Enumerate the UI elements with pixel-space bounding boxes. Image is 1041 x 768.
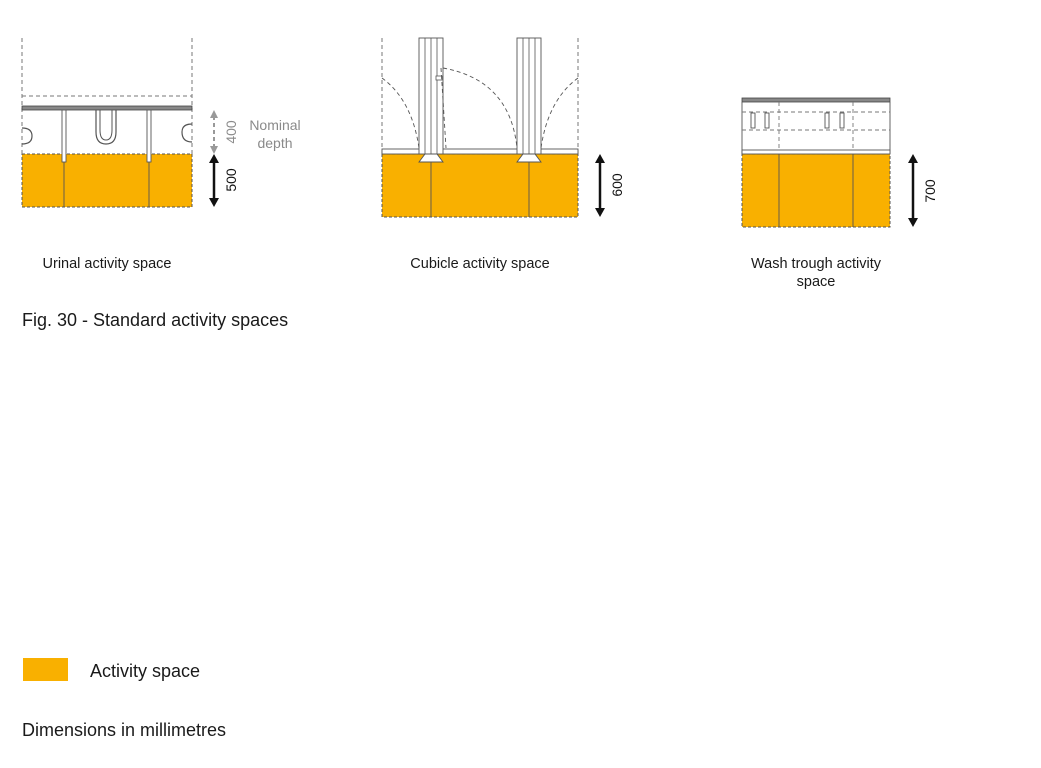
urinal-activity-space — [21, 153, 193, 208]
trough-wall — [741, 97, 891, 103]
cubicle-partition — [516, 37, 542, 163]
cubicle-partition — [418, 37, 444, 163]
urinal-dim-activity: 500 — [223, 168, 239, 192]
door-swing — [381, 77, 420, 149]
door-swing — [442, 67, 518, 149]
urinal-diagram: 400 Nominal depth 500 — [21, 38, 301, 208]
urinal-bowl-left-partial — [21, 127, 33, 145]
door-swing — [540, 77, 579, 149]
tap — [839, 112, 845, 129]
tap — [764, 112, 770, 129]
tap — [824, 112, 830, 129]
urinal-screen — [146, 109, 152, 163]
urinal-caption: Urinal activity space — [42, 256, 172, 272]
urinal-bowl-right-partial — [181, 123, 193, 143]
cubicle-dim-activity: 600 — [609, 173, 625, 197]
tap — [750, 112, 756, 129]
cubicle-caption: Cubicle activity space — [410, 256, 550, 272]
legend-swatch — [23, 658, 68, 681]
nominal-depth-label: depth — [257, 135, 292, 151]
urinal-dim-nominal: 400 — [223, 120, 239, 144]
units-note: Dimensions in millimetres — [22, 720, 227, 740]
nominal-depth-label: Nominal — [249, 117, 300, 133]
cubicle-activity-space — [381, 153, 579, 218]
urinal-wall — [21, 105, 193, 111]
trough-activity-space — [741, 153, 891, 228]
urinal-screen — [61, 109, 67, 163]
trough-dim-activity: 700 — [922, 179, 938, 203]
figure-title: Fig. 30 - Standard activity spaces — [22, 310, 289, 330]
cubicle-diagram: 600 — [381, 37, 625, 218]
legend-label: Activity space — [90, 661, 201, 681]
urinal-bowl — [95, 110, 117, 145]
wash-trough-diagram: 700 — [741, 97, 938, 228]
trough-caption: Wash trough activity space — [750, 256, 881, 290]
